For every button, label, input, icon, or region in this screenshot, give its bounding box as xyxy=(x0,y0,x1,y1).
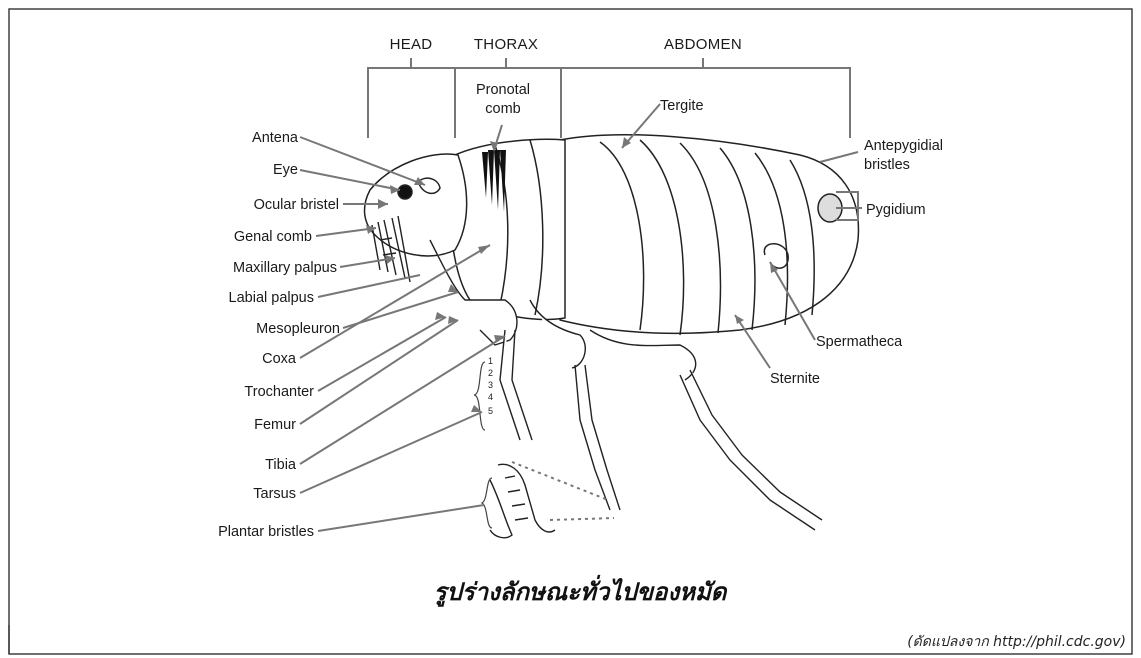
label-trochanter: Trochanter xyxy=(244,384,314,400)
label-ocular-bristel: Ocular bristel xyxy=(254,197,339,213)
tarsus-number-4: 4 xyxy=(488,392,493,402)
label-tergite: Tergite xyxy=(660,98,704,114)
label-pronotal-line2: comb xyxy=(485,101,520,117)
segment-abdomen-label: ABDOMEN xyxy=(664,36,742,53)
label-maxillary-palpus: Maxillary palpus xyxy=(233,260,337,276)
label-tarsus: Tarsus xyxy=(253,486,296,502)
tarsus-number-1: 1 xyxy=(488,356,493,366)
label-spermatheca: Spermatheca xyxy=(816,334,903,350)
label-antepygidial-line1: Antepygidial xyxy=(864,138,943,154)
label-eye: Eye xyxy=(273,162,298,178)
label-antepygidial-line2: bristles xyxy=(864,157,910,173)
image-credit: (ดัดแปลงจาก http://phil.cdc.gov) xyxy=(907,634,1126,650)
segment-head-label: HEAD xyxy=(390,36,433,53)
tarsus-number-5: 5 xyxy=(488,406,493,416)
label-tibia: Tibia xyxy=(265,457,297,473)
tarsus-brace xyxy=(474,362,485,430)
segment-brackets xyxy=(368,58,850,138)
label-genal-comb: Genal comb xyxy=(234,229,312,245)
label-pronotal-line1: Pronotal xyxy=(476,82,530,98)
label-pygidium: Pygidium xyxy=(866,202,926,218)
tarsus-number-3: 3 xyxy=(488,380,493,390)
label-mesopleuron: Mesopleuron xyxy=(256,321,340,337)
label-plantar-bristles: Plantar bristles xyxy=(218,524,314,540)
segment-thorax-label: THORAX xyxy=(474,36,538,53)
figure-caption: รูปร่างลักษณะทั่วไปของหมัด xyxy=(434,574,728,607)
label-antena: Antena xyxy=(252,130,299,146)
tarsus-number-2: 2 xyxy=(488,368,493,378)
label-femur: Femur xyxy=(254,417,296,433)
label-labial-palpus: Labial palpus xyxy=(229,290,314,306)
label-coxa: Coxa xyxy=(262,351,297,367)
label-sternite: Sternite xyxy=(770,371,820,387)
flea-body xyxy=(365,135,859,335)
